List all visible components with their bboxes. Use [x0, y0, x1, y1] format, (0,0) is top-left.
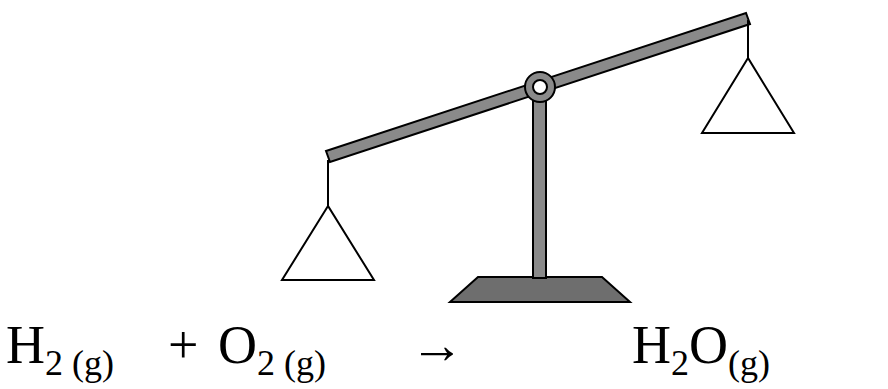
formula-part: 2 — [257, 343, 275, 383]
plus-sign: + — [168, 318, 198, 372]
pivot — [525, 72, 555, 102]
scale-drawing — [282, 13, 794, 302]
scale-base — [450, 277, 630, 302]
left-pan — [282, 206, 374, 280]
formula-part: (g) — [63, 343, 114, 383]
formula-part: O — [689, 315, 728, 375]
right-pan — [702, 58, 794, 133]
formula-part: H — [632, 315, 671, 375]
pivot-hole — [533, 80, 547, 94]
formula-part: 2 — [671, 343, 689, 383]
formula-part: H — [6, 315, 45, 375]
reactant-formula: O2 (g) — [218, 318, 326, 372]
formula-part: (g) — [728, 343, 770, 383]
formula-part: O — [218, 315, 257, 375]
product-formula: H2O(g) — [632, 318, 770, 372]
pan-string — [747, 20, 749, 58]
formula-part: 2 — [45, 343, 63, 383]
formula-part: + — [168, 315, 198, 375]
pan-string — [327, 160, 329, 206]
reactant-formula: H2 (g) — [6, 318, 114, 372]
reaction-arrow: → — [410, 318, 464, 372]
formula-part: (g) — [275, 343, 326, 383]
scale-post — [533, 88, 546, 278]
formula-part: → — [410, 315, 464, 375]
scale-beam — [326, 13, 750, 162]
